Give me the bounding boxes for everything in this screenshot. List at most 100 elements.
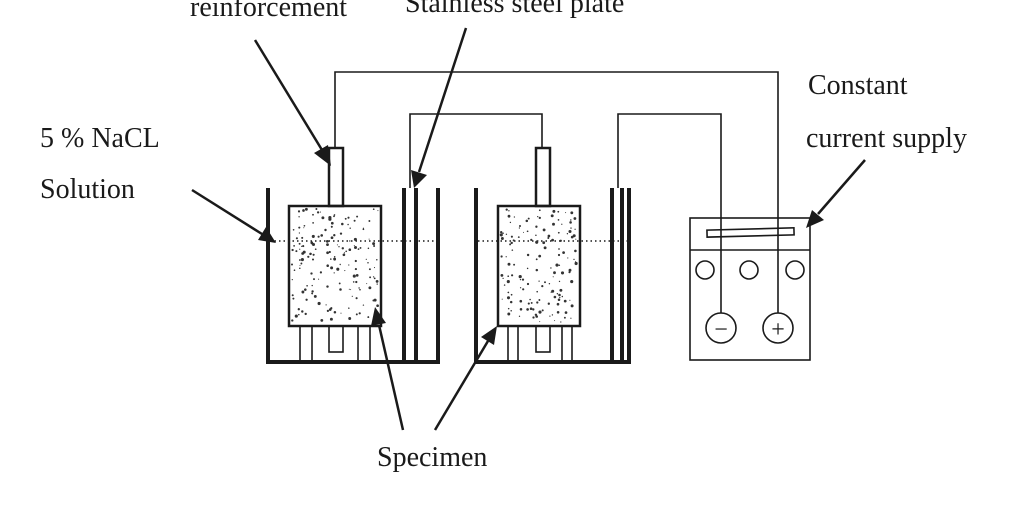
aggregate-speck bbox=[572, 234, 576, 238]
arrow-head-supply bbox=[806, 210, 824, 228]
plus-sign: + bbox=[771, 317, 785, 343]
aggregate-speck bbox=[574, 228, 576, 230]
aggregate-speck bbox=[507, 312, 511, 316]
aggregate-speck bbox=[298, 232, 301, 234]
aggregate-speck bbox=[535, 258, 538, 261]
aggregate-speck bbox=[304, 288, 307, 291]
negative-terminal bbox=[705, 312, 737, 344]
aggregate-speck bbox=[569, 299, 571, 301]
aggregate-speck bbox=[299, 264, 301, 266]
aggregate-speck bbox=[336, 267, 340, 271]
aggregate-speck bbox=[526, 267, 529, 270]
minus-sign: − bbox=[714, 317, 728, 343]
aggregate-speck bbox=[340, 312, 342, 314]
aggregate-speck bbox=[535, 268, 539, 272]
wiring bbox=[334, 71, 779, 313]
aggregate-speck bbox=[551, 314, 554, 316]
aggregate-speck bbox=[574, 249, 577, 253]
aggregate-speck bbox=[333, 311, 337, 314]
aggregate-speck bbox=[532, 308, 535, 311]
aggregate-speck bbox=[553, 295, 557, 299]
aggregate-speck bbox=[526, 253, 530, 257]
aggregate-speck bbox=[373, 277, 376, 280]
aggregate-speck bbox=[349, 227, 351, 229]
aggregate-speck bbox=[291, 263, 293, 266]
aggregate-speck bbox=[376, 259, 378, 261]
aggregate-speck bbox=[538, 310, 542, 314]
aggregate-speck bbox=[342, 253, 346, 257]
aggregate-speck bbox=[353, 237, 357, 241]
arrow-head-specimen-middle bbox=[481, 326, 497, 345]
aggregate-speck bbox=[500, 274, 504, 277]
aggregate-speck bbox=[570, 219, 572, 221]
aggregate-speck bbox=[348, 248, 352, 252]
aggregate-speck bbox=[353, 219, 356, 222]
aggregate-speck bbox=[304, 312, 307, 316]
aggregate-speck bbox=[535, 240, 539, 244]
aggregate-speck bbox=[355, 280, 358, 284]
aggregate-speck bbox=[368, 238, 370, 240]
stainless-plate-right bbox=[610, 188, 624, 362]
aggregate-speck bbox=[293, 245, 295, 247]
aggregate-speck bbox=[510, 235, 513, 238]
aggregate-speck bbox=[552, 276, 554, 278]
aggregate-speck bbox=[312, 222, 314, 224]
aggregate-speck bbox=[350, 289, 352, 291]
aggregate-speck bbox=[511, 274, 514, 277]
aggregate-speck bbox=[566, 233, 569, 235]
specimen-texture bbox=[499, 208, 578, 323]
aggregate-speck bbox=[356, 215, 359, 218]
aggregate-speck bbox=[568, 229, 572, 234]
aggregate-speck bbox=[561, 223, 563, 225]
aggregate-speck bbox=[310, 252, 312, 255]
aggregate-speck bbox=[518, 224, 522, 228]
middle-container bbox=[474, 188, 631, 364]
aggregate-speck bbox=[375, 279, 379, 283]
aggregate-speck bbox=[326, 309, 330, 313]
aggregate-speck bbox=[570, 235, 574, 239]
aggregate-speck bbox=[568, 271, 571, 274]
aggregate-speck bbox=[311, 292, 313, 295]
aggregate-speck bbox=[500, 255, 503, 258]
aggregate-speck bbox=[367, 247, 370, 250]
aggregate-speck bbox=[570, 227, 572, 229]
aggregate-speck bbox=[499, 233, 503, 237]
aggregate-speck bbox=[317, 235, 320, 238]
aggregate-speck bbox=[352, 281, 355, 283]
aggregate-speck bbox=[550, 291, 552, 293]
aggregate-speck bbox=[302, 245, 305, 248]
aggregate-speck bbox=[341, 247, 344, 250]
aggregate-speck bbox=[563, 299, 567, 303]
aggregate-speck bbox=[300, 262, 303, 265]
aggregate-speck bbox=[310, 272, 313, 275]
aggregate-speck bbox=[298, 259, 301, 261]
aggregate-speck bbox=[547, 237, 550, 239]
aggregate-speck bbox=[319, 211, 321, 213]
aggregate-speck bbox=[348, 317, 352, 320]
aggregate-speck bbox=[333, 256, 336, 258]
aggregate-speck bbox=[537, 240, 539, 242]
specimen-middle bbox=[496, 146, 582, 362]
aggregate-speck bbox=[368, 268, 371, 271]
aggregate-speck bbox=[355, 313, 358, 316]
aggregate-speck bbox=[295, 250, 298, 253]
aggregate-speck bbox=[532, 316, 535, 319]
aggregate-speck bbox=[501, 298, 503, 300]
label-specimen: Specimen bbox=[377, 442, 487, 473]
aggregate-speck bbox=[538, 254, 542, 258]
aggregate-speck bbox=[554, 320, 556, 322]
aggregate-speck bbox=[372, 242, 376, 246]
aggregate-speck bbox=[509, 243, 512, 246]
aggregate-speck bbox=[510, 293, 513, 296]
aggregate-speck bbox=[365, 258, 367, 260]
aggregate-speck bbox=[358, 312, 361, 315]
aggregate-speck bbox=[298, 313, 300, 316]
aggregate-speck bbox=[294, 314, 298, 318]
aggregate-speck bbox=[301, 310, 304, 313]
aggregate-speck bbox=[513, 216, 516, 218]
aggregate-speck bbox=[547, 302, 550, 305]
specimen-left bbox=[287, 146, 383, 362]
aggregate-speck bbox=[502, 232, 504, 234]
aggregate-speck bbox=[326, 251, 329, 255]
